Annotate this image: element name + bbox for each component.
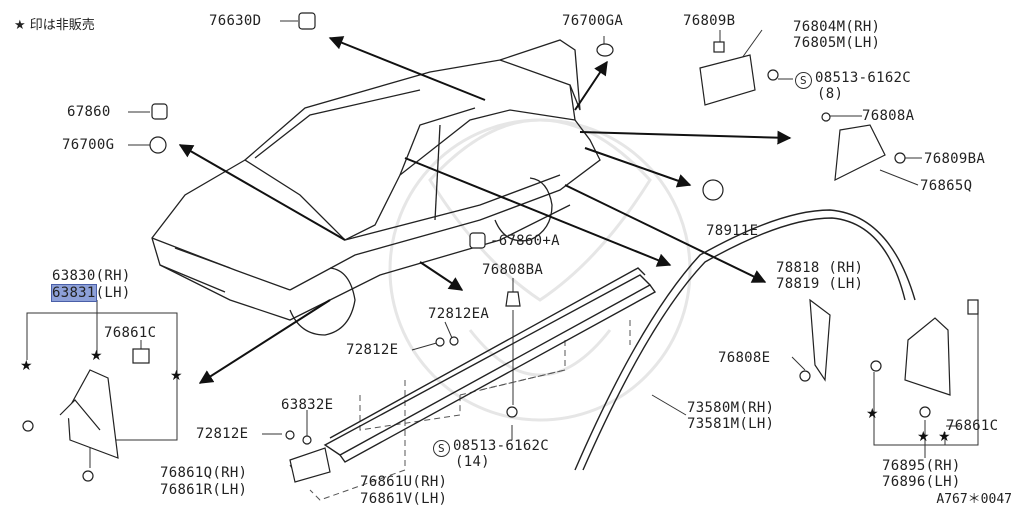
label-76804M: 76804M(RH)	[793, 19, 881, 35]
label-78818: 78818 (RH)	[776, 260, 864, 276]
label-76861C-left: 76861C	[104, 325, 157, 341]
label-76805M: 76805M(LH)	[793, 35, 881, 51]
label-72812E-mid: 72812E	[346, 342, 399, 358]
label-76861Q: 76861Q(RH)	[160, 465, 248, 481]
standard-part-icon: S	[433, 440, 450, 457]
label-72812EA: 72812EA	[428, 306, 490, 322]
dashed-lines	[309, 320, 631, 501]
standard-part-icon: S	[795, 72, 812, 89]
label-08513-lower-qty: (14)	[455, 454, 490, 470]
label-78911E: 78911E	[706, 223, 759, 239]
label-08513-upper-qty: (8)	[817, 86, 844, 102]
label-76808BA: 76808BA	[482, 262, 544, 278]
label-76809BA: 76809BA	[924, 151, 986, 167]
label-73581M: 73581M(LH)	[687, 416, 775, 432]
highlighted-part-code[interactable]: 63831	[51, 284, 97, 302]
label-76895: 76895(RH)	[882, 458, 961, 474]
label-67860: 67860	[67, 104, 111, 120]
label-76865Q: 76865Q	[920, 178, 973, 194]
star-legend-icon: ★	[14, 18, 26, 33]
svg-text:★: ★	[917, 429, 930, 445]
svg-text:★: ★	[866, 406, 879, 422]
small-parts	[22, 12, 979, 483]
label-67860A: -67860+A	[490, 233, 560, 249]
label-63831: 63831(LH)	[51, 284, 131, 302]
label-76809B: 76809B	[683, 13, 736, 29]
svg-text:★: ★	[938, 429, 951, 445]
label-76630D: 76630D	[209, 13, 262, 29]
label-76808A: 76808A	[862, 108, 915, 124]
watermark-emblem	[388, 118, 692, 422]
label-72812E-low: 72812E	[196, 426, 249, 442]
label-76808E: 76808E	[718, 350, 771, 366]
label-63832E: 63832E	[281, 397, 334, 413]
label-76861V: 76861V(LH)	[360, 491, 448, 507]
label-76861U: 76861U(RH)	[360, 474, 448, 490]
legend-text: 印は非販売	[29, 18, 95, 33]
callout-arrows	[178, 36, 792, 384]
side-sill-molding	[323, 267, 657, 463]
legend: ★ 印は非販売	[14, 14, 95, 33]
diagram-reference-code: A767＊0047	[936, 492, 1012, 507]
svg-text:★: ★	[90, 348, 103, 364]
label-76700G: 76700G	[62, 137, 115, 153]
label-78819: 78819 (LH)	[776, 276, 864, 292]
svg-text:★: ★	[170, 368, 183, 384]
label-76861R: 76861R(LH)	[160, 482, 248, 498]
star-markers: ★ ★ ★ ★ ★ ★	[20, 348, 951, 445]
label-76861C-right: 76861C	[946, 418, 999, 434]
car-body-illustration	[151, 39, 601, 336]
roof-molding	[574, 209, 916, 471]
svg-text:★: ★	[20, 358, 33, 374]
label-76700GA: 76700GA	[562, 13, 624, 29]
label-76896: 76896(LH)	[882, 474, 961, 490]
label-63830: 63830(RH)	[52, 268, 131, 284]
label-73580M: 73580M(RH)	[687, 400, 775, 416]
